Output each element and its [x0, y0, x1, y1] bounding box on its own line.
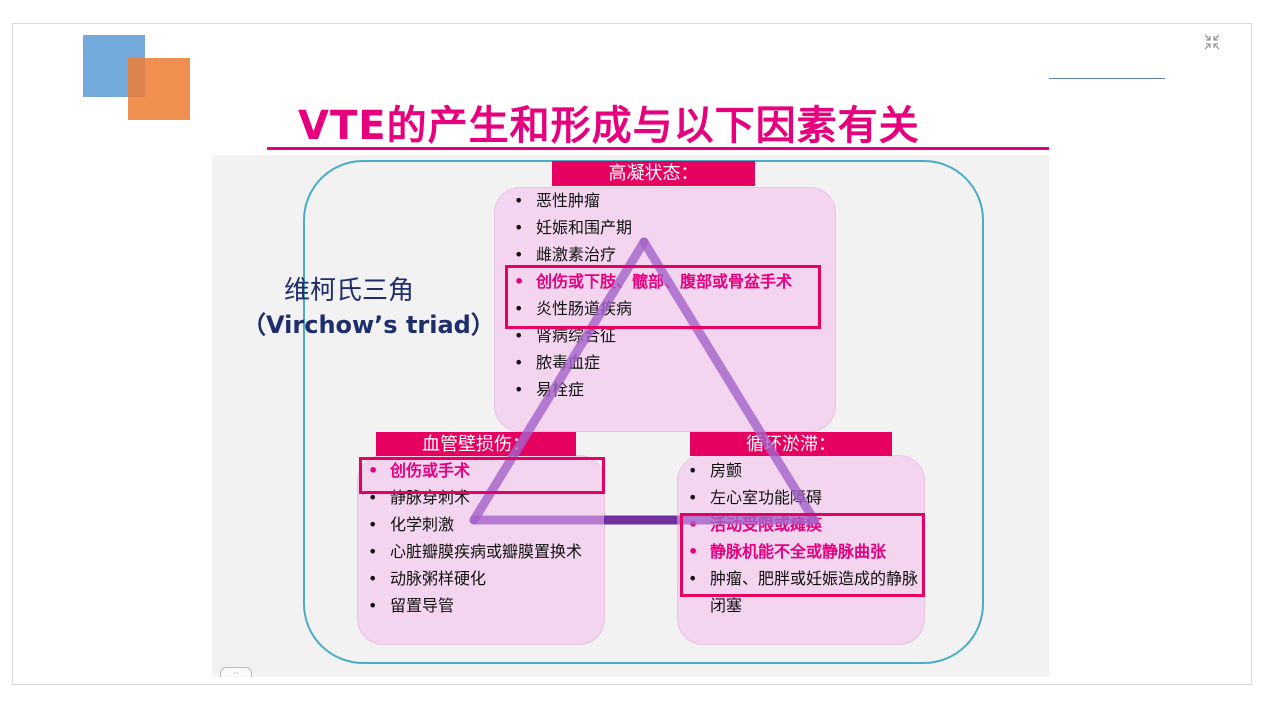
highlight-frame-immobility — [680, 513, 925, 597]
list-item: 化学刺激 — [364, 511, 600, 538]
list-item: 雌激素治疗 — [510, 241, 810, 268]
triad-subtitle: （Virchow’s triad） — [242, 311, 495, 339]
list-item: 心脏瓣膜疾病或瓣膜置换术 — [364, 538, 600, 565]
exit-fullscreen-icon[interactable] — [1203, 34, 1221, 52]
list-item: 动脉粥样硬化 — [364, 565, 600, 592]
highlight-frame-surgery — [505, 265, 821, 329]
list-item: 房颤 — [684, 457, 920, 484]
list-item: 肿瘤、肥胖或妊娠造成的静脉闭塞 — [684, 565, 920, 619]
list-item: 恶性肿瘤 — [510, 187, 810, 214]
list-item: 妊娠和围产期 — [510, 214, 810, 241]
list-item: 易栓症 — [510, 376, 810, 403]
decor-orange-square — [128, 58, 190, 120]
list-item: 脓毒血症 — [510, 349, 810, 376]
list-item-highlighted: 创伤或手术 — [364, 457, 600, 484]
vessel-injury-header: 血管壁损伤： — [376, 432, 576, 456]
highlight-frame-trauma — [359, 457, 605, 494]
slide-canvas: VTE的产生和形成与以下因素有关 高凝状态： 血管壁损伤： 循环淤滞： 恶性肿瘤… — [212, 55, 1049, 677]
title-underline — [267, 147, 1049, 150]
slide-header-area: VTE的产生和形成与以下因素有关 — [212, 55, 1049, 155]
stasis-header: 循环淤滞： — [690, 432, 892, 456]
hypercoagulable-header: 高凝状态： — [552, 161, 755, 186]
triad-title: 维柯氏三角 — [284, 276, 415, 306]
list-item: 左心室功能障碍 — [684, 484, 920, 511]
slide-title: VTE的产生和形成与以下因素有关 — [298, 103, 920, 149]
vessel-injury-list: 创伤或手术 静脉穿刺术 化学刺激 心脏瓣膜疾病或瓣膜置换术 动脉粥样硬化 留置导… — [364, 457, 600, 619]
list-item: 留置导管 — [364, 592, 600, 619]
list-item-highlighted: 静脉机能不全或静脉曲张 — [684, 538, 920, 565]
slide-toggle-icon[interactable]: ·· — [220, 667, 252, 677]
